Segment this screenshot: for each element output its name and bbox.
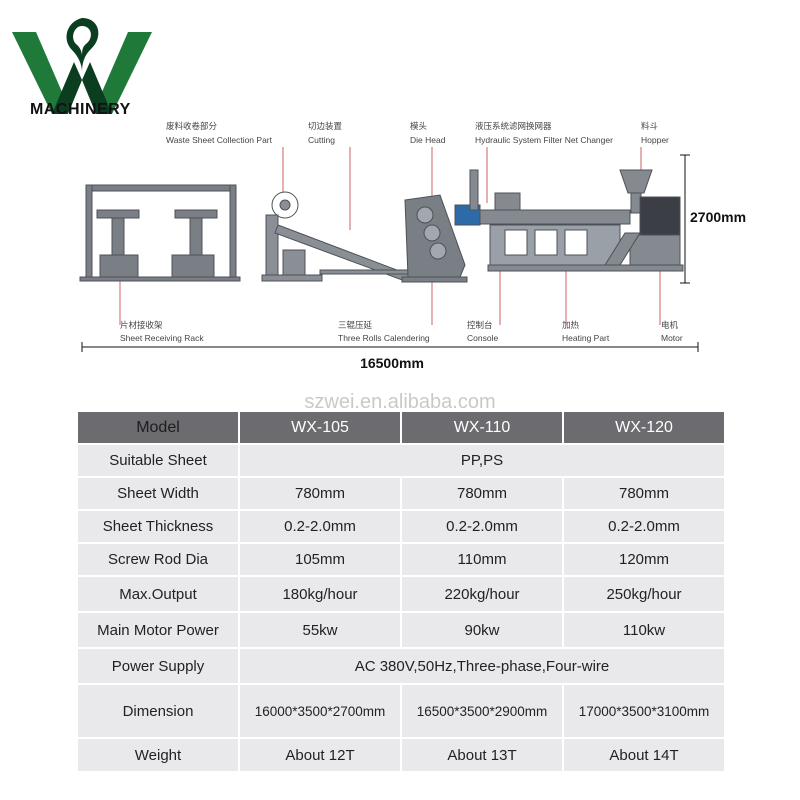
table-cell: 780mm (402, 478, 562, 509)
table-row: Weight About 12T About 13T About 14T (78, 739, 724, 771)
column-header: Model (78, 412, 238, 443)
part-label-cn: 片材接收架 (120, 320, 163, 331)
part-label-en: Die Head (410, 135, 446, 145)
row-label: Screw Rod Dia (78, 544, 238, 575)
table-cell: 0.2-2.0mm (240, 511, 400, 542)
row-label: Sheet Width (78, 478, 238, 509)
table-cell: About 12T (240, 739, 400, 771)
part-label-cn: 模头 (410, 121, 428, 132)
part-label-en: Hopper (641, 135, 669, 145)
column-header: WX-110 (402, 412, 562, 443)
height-dimension: 2700mm (690, 209, 746, 225)
part-label-cn: 控制台 (467, 320, 493, 331)
table-row: Screw Rod Dia 105mm 110mm 120mm (78, 544, 724, 575)
table-cell: 180kg/hour (240, 577, 400, 611)
three-roll-calender (401, 194, 468, 283)
part-label-en: Console (467, 333, 498, 343)
part-label-en: Waste Sheet Collection Part (166, 135, 273, 145)
part-label-en: Motor (661, 333, 683, 343)
table-cell: AC 380V,50Hz,Three-phase,Four-wire (240, 649, 724, 683)
table-cell: 250kg/hour (564, 577, 724, 611)
row-label: Dimension (78, 685, 238, 737)
table-row: Suitable Sheet PP,PS (78, 445, 724, 476)
table-row: Main Motor Power 55kw 90kw 110kw (78, 613, 724, 647)
column-header: WX-120 (564, 412, 724, 443)
part-label-en: Three Rolls Calendering (338, 333, 430, 343)
table-row: Max.Output 180kg/hour 220kg/hour 250kg/h… (78, 577, 724, 611)
row-label: Suitable Sheet (78, 445, 238, 476)
table-cell: About 14T (564, 739, 724, 771)
part-label-cn: 加热 (562, 320, 580, 331)
part-label-en: Heating Part (562, 333, 610, 343)
table-row: Power Supply AC 380V,50Hz,Three-phase,Fo… (78, 649, 724, 683)
row-label: Power Supply (78, 649, 238, 683)
brand-name: MACHINERY (30, 101, 131, 118)
wx-logo-icon (12, 18, 152, 114)
row-label: Max.Output (78, 577, 238, 611)
table-header-row: Model WX-105 WX-110 WX-120 (78, 412, 724, 443)
table-cell: 220kg/hour (402, 577, 562, 611)
table-cell: 90kw (402, 613, 562, 647)
table-cell: 16000*3500*2700mm (240, 685, 400, 737)
row-label: Main Motor Power (78, 613, 238, 647)
part-label-cn: 液压系统滤网换网器 (475, 121, 552, 132)
table-row: Dimension 16000*3500*2700mm 16500*3500*2… (78, 685, 724, 737)
table-cell: About 13T (402, 739, 562, 771)
extrusion-line-diagram: 废料收卷部分 Waste Sheet Collection Part 切边装置 … (79, 121, 746, 371)
table-cell: 110kw (564, 613, 724, 647)
table-cell: 55kw (240, 613, 400, 647)
part-label-cn: 三辊压延 (338, 320, 373, 331)
table-cell: 0.2-2.0mm (402, 511, 562, 542)
dimension-lines (81, 154, 699, 352)
table-cell: 780mm (564, 478, 724, 509)
part-label-en: Sheet Receiving Rack (120, 333, 204, 343)
watermark: szwei.en.alibaba.com (304, 391, 496, 413)
table-cell: 780mm (240, 478, 400, 509)
part-label-cn: 电机 (661, 320, 679, 331)
table-cell: PP,PS (240, 445, 724, 476)
spec-table: Model WX-105 WX-110 WX-120 Suitable Shee… (76, 410, 726, 773)
sheet-receiving-rack (79, 184, 241, 282)
part-label-cn: 切边装置 (308, 121, 343, 132)
table-row: Sheet Thickness 0.2-2.0mm 0.2-2.0mm 0.2-… (78, 511, 724, 542)
table-cell: 16500*3500*2900mm (402, 685, 562, 737)
column-header: WX-105 (240, 412, 400, 443)
table-cell: 120mm (564, 544, 724, 575)
part-label-cn: 废料收卷部分 (166, 121, 218, 132)
table-cell: 0.2-2.0mm (564, 511, 724, 542)
table-cell: 110mm (402, 544, 562, 575)
waste-collection-and-cutting (261, 191, 421, 282)
table-cell: 105mm (240, 544, 400, 575)
extruder (454, 169, 684, 272)
table-row: Sheet Width 780mm 780mm 780mm (78, 478, 724, 509)
part-label-en: Cutting (308, 135, 335, 145)
table-cell: 17000*3500*3100mm (564, 685, 724, 737)
length-dimension: 16500mm (360, 355, 424, 371)
part-label-en: Hydraulic System Filter Net Changer (475, 135, 613, 145)
part-label-cn: 料斗 (641, 121, 659, 132)
row-label: Weight (78, 739, 238, 771)
row-label: Sheet Thickness (78, 511, 238, 542)
